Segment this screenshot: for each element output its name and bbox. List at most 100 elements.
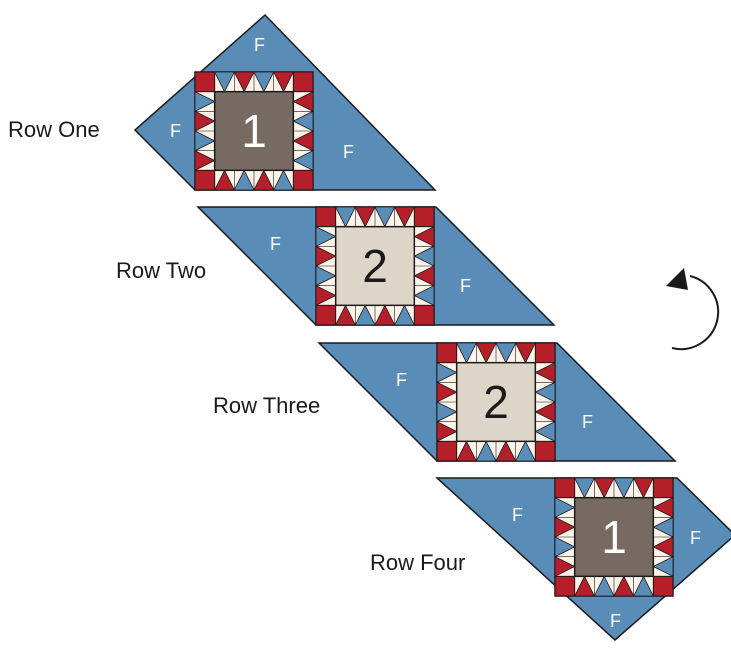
- sawtooth-triangle: [315, 245, 337, 267]
- row-four-block: 1: [554, 477, 674, 597]
- block-center: [334, 225, 416, 307]
- sawtooth-triangle: [292, 130, 314, 152]
- sawtooth-triangle: [233, 169, 255, 191]
- sawtooth-triangle: [273, 169, 294, 191]
- block-number: 1: [241, 105, 267, 157]
- sawtooth-triangle: [253, 71, 275, 93]
- row-one-label: Row One: [8, 117, 100, 142]
- sawtooth-triangle: [436, 401, 458, 423]
- sawtooth-triangle: [554, 516, 576, 538]
- sawtooth-triangle: [436, 381, 458, 403]
- sawtooth-triangle: [194, 130, 216, 152]
- sawtooth-triangle: [652, 536, 674, 558]
- row-four: 1 F F F Row Four: [370, 477, 731, 642]
- corner-square: [413, 304, 435, 326]
- sawtooth-triangle: [214, 169, 235, 191]
- row-two-block: 2: [315, 206, 435, 326]
- row-two-label: Row Two: [116, 258, 206, 283]
- block-number: 2: [483, 376, 509, 428]
- sawtooth-triangle: [315, 226, 337, 247]
- sawtooth-triangle: [253, 169, 275, 191]
- block-number: 1: [601, 511, 627, 563]
- sawtooth-triangle: [593, 575, 615, 597]
- corner-square: [652, 477, 674, 499]
- sawtooth-triangle: [652, 516, 674, 538]
- row-four-fill-label-right: F: [690, 528, 701, 548]
- sawtooth-triangle: [436, 362, 458, 383]
- corner-square: [436, 342, 458, 364]
- block-center: [573, 496, 655, 578]
- sawtooth-triangle: [394, 304, 415, 326]
- corner-square: [436, 440, 458, 462]
- sawtooth-triangle: [633, 477, 654, 499]
- sawtooth-triangle: [593, 477, 615, 499]
- sawtooth-triangle: [214, 71, 235, 93]
- sawtooth-triangle: [495, 440, 517, 462]
- corner-square: [534, 440, 556, 462]
- sawtooth-triangle: [436, 421, 458, 442]
- sawtooth-triangle: [534, 362, 556, 383]
- sawtooth-triangle: [475, 440, 497, 462]
- row-three-fill-label-left: F: [396, 370, 407, 390]
- sawtooth-triangle: [273, 71, 294, 93]
- sawtooth-triangle: [394, 206, 415, 228]
- row-three-label: Row Three: [213, 393, 320, 418]
- sawtooth-triangle: [292, 110, 314, 132]
- sawtooth-triangle: [534, 401, 556, 423]
- sawtooth-triangle: [292, 150, 314, 171]
- sawtooth-triangle: [574, 477, 595, 499]
- sawtooth-triangle: [574, 575, 595, 597]
- row-one-fill-label-right: F: [343, 142, 354, 162]
- sawtooth-triangle: [652, 556, 674, 577]
- sawtooth-triangle: [652, 497, 674, 518]
- sawtooth-triangle: [315, 285, 337, 306]
- sawtooth-triangle: [413, 285, 435, 306]
- sawtooth-triangle: [292, 91, 314, 112]
- row-one-fill-label-top: F: [254, 35, 265, 55]
- corner-square: [554, 477, 576, 499]
- corner-square: [554, 575, 576, 597]
- row-two: 2 F F Row Two: [116, 206, 556, 326]
- sawtooth-triangle: [613, 575, 635, 597]
- row-one-fill-label-left: F: [170, 121, 181, 141]
- row-one-block: 1: [194, 71, 314, 191]
- row-four-fill-label-left: F: [512, 505, 523, 525]
- corner-square: [413, 206, 435, 228]
- corner-square: [194, 71, 216, 93]
- block-center: [213, 90, 295, 172]
- row-two-fill-label-right: F: [460, 276, 471, 296]
- sawtooth-triangle: [335, 304, 356, 326]
- sawtooth-triangle: [456, 342, 477, 364]
- corner-square: [292, 169, 314, 191]
- sawtooth-triangle: [534, 381, 556, 403]
- corner-square: [315, 304, 337, 326]
- sawtooth-triangle: [613, 477, 635, 499]
- sawtooth-triangle: [495, 342, 517, 364]
- sawtooth-triangle: [515, 342, 536, 364]
- rotate-arrow-icon: [666, 268, 720, 351]
- sawtooth-triangle: [413, 265, 435, 287]
- sawtooth-triangle: [315, 265, 337, 287]
- sawtooth-triangle: [374, 304, 396, 326]
- corner-square: [534, 342, 556, 364]
- sawtooth-triangle: [554, 556, 576, 577]
- row-one: 1 F F F Row One: [8, 13, 437, 191]
- sawtooth-triangle: [554, 497, 576, 518]
- sawtooth-triangle: [554, 536, 576, 558]
- sawtooth-triangle: [233, 71, 255, 93]
- sawtooth-triangle: [456, 440, 477, 462]
- sawtooth-triangle: [194, 150, 216, 171]
- sawtooth-triangle: [374, 206, 396, 228]
- corner-square: [194, 169, 216, 191]
- sawtooth-triangle: [475, 342, 497, 364]
- sawtooth-triangle: [354, 304, 376, 326]
- sawtooth-triangle: [515, 440, 536, 462]
- sawtooth-triangle: [413, 245, 435, 267]
- row-three-fill-label-right: F: [582, 412, 593, 432]
- sawtooth-triangle: [534, 421, 556, 442]
- row-four-label: Row Four: [370, 550, 465, 575]
- sawtooth-triangle: [335, 206, 356, 228]
- row-three: 2 F F Row Three: [213, 342, 677, 462]
- block-number: 2: [362, 240, 388, 292]
